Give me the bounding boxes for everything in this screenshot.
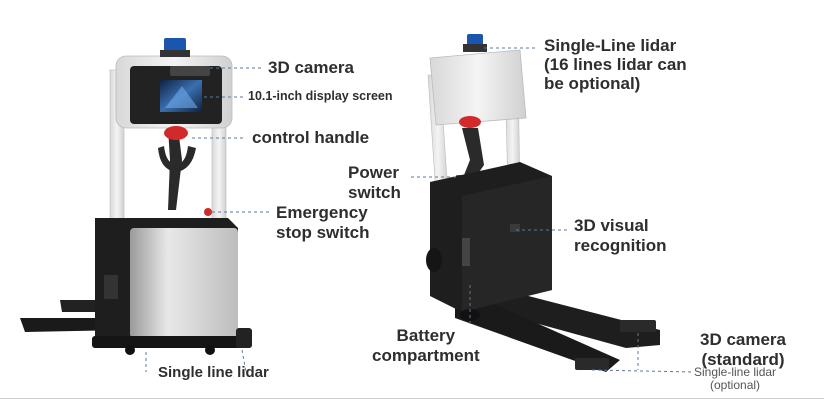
leader-lines [145, 47, 695, 373]
label-visual-line2: recognition [574, 235, 667, 255]
label-emergency-stop: Emergency stop switch [276, 203, 370, 242]
label-power-switch-line2: switch [348, 182, 401, 202]
label-emergency-stop-line1: Emergency [276, 203, 368, 222]
label-battery-compartment: Battery compartment [372, 326, 480, 365]
right-robot [426, 34, 660, 372]
label-3d-visual-recognition: 3D visual recognition [574, 216, 667, 255]
label-emergency-stop-line2: stop switch [276, 222, 370, 242]
label-camera-standard-line2: (standard) [701, 349, 785, 369]
label-single-line-lidar-optional: Single-line lidar (optional) [694, 365, 777, 393]
label-visual-line1: 3D visual [574, 216, 649, 235]
label-lidar-optional-line1: Single-line lidar [694, 365, 777, 379]
label-lidar-top-line3: be optional) [544, 74, 641, 94]
bottom-divider [0, 398, 824, 399]
left-robot [20, 38, 252, 355]
label-lidar-top-line1: Single-Line lidar [544, 36, 677, 55]
label-single-line-lidar-top: Single-Line lidar (16 lines lidar can be… [544, 36, 687, 93]
label-display-screen: 10.1-inch display screen [248, 89, 393, 103]
label-3d-camera-standard: 3D camera (standard) [700, 330, 786, 369]
label-battery-line2: compartment [372, 345, 480, 365]
label-lidar-optional-line2: (optional) [710, 378, 761, 393]
label-power-switch: Power switch [348, 163, 401, 202]
label-3d-camera: 3D camera [268, 58, 355, 77]
label-battery-line1: Battery [396, 326, 456, 345]
label-control-handle: control handle [252, 128, 370, 147]
label-power-switch-line1: Power [348, 163, 400, 182]
label-lidar-top-line2: (16 lines lidar can [544, 55, 687, 75]
label-single-line-lidar-left: Single line lidar [158, 364, 269, 381]
label-camera-standard-line1: 3D camera [700, 330, 787, 349]
